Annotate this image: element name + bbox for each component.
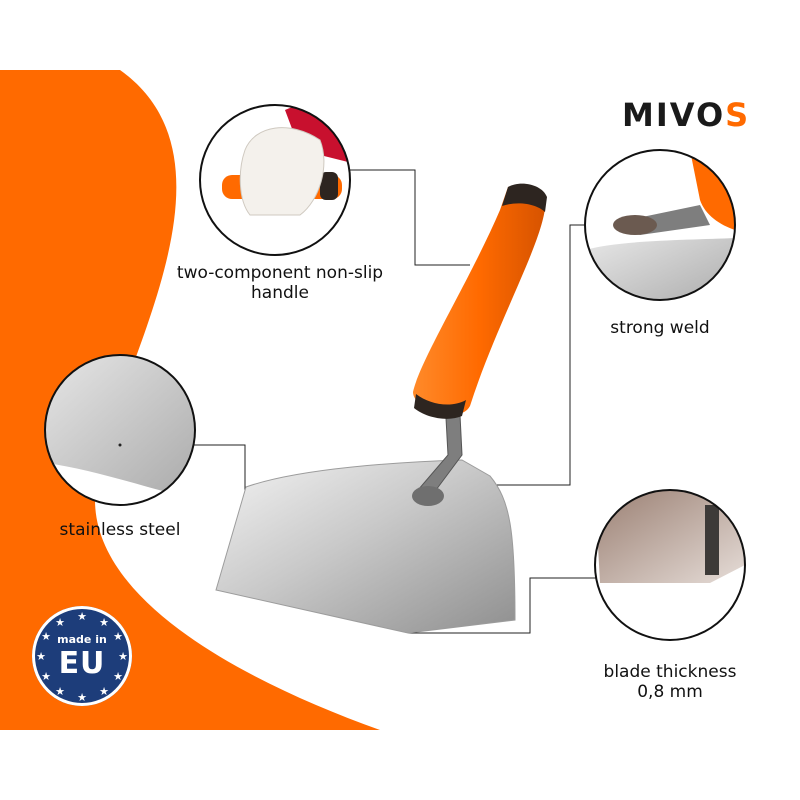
- weld-callout-label: strong weld: [585, 318, 735, 338]
- thickness-detail-circle: [595, 490, 745, 640]
- eu-star-icon: ★: [118, 650, 128, 663]
- thickness-callout-line2: 0,8 mm: [637, 682, 703, 702]
- handle-callout-line2: handle: [251, 283, 309, 303]
- eu-star-icon: ★: [77, 610, 87, 623]
- steel-callout-line1: stainless steel: [59, 520, 181, 540]
- eu-star-icon: ★: [55, 616, 65, 629]
- thickness-callout-line1: blade thickness: [603, 662, 737, 682]
- weld-callout-line1: strong weld: [610, 318, 710, 338]
- steel-callout-label: stainless steel: [45, 520, 195, 540]
- eu-star-icon: ★: [41, 630, 51, 643]
- eu-star-icon: ★: [55, 685, 65, 698]
- thickness-callout-label: blade thickness 0,8 mm: [585, 662, 755, 702]
- steel-detail-circle: [45, 355, 195, 505]
- eu-star-icon: ★: [113, 630, 123, 643]
- eu-star-icon: ★: [99, 685, 109, 698]
- handle-detail-circle: [200, 105, 350, 255]
- handle-end-cap: [502, 183, 547, 212]
- badge-line1: made in: [57, 633, 107, 646]
- logo-accent: S: [725, 96, 751, 134]
- trowel-handle: [413, 184, 546, 415]
- handle-callout-label: two-component non-slip handle: [165, 263, 395, 303]
- weld-detail-circle: [585, 150, 735, 300]
- made-in-eu-badge: ★ ★ ★ ★ ★ ★ ★ ★ ★ ★ ★ ★ made in EU: [32, 606, 132, 706]
- eu-star-icon: ★: [36, 650, 46, 663]
- eu-stars: ★ ★ ★ ★ ★ ★ ★ ★ ★ ★ ★ ★: [36, 610, 128, 704]
- logo-text: MIVO: [622, 96, 726, 134]
- handle-ferrule: [414, 394, 466, 419]
- eu-star-icon: ★: [113, 670, 123, 683]
- brand-logo: MIVOS: [622, 96, 750, 134]
- eu-star-icon: ★: [41, 670, 51, 683]
- eu-star-icon: ★: [77, 691, 87, 704]
- handle-callout-line1: two-component non-slip: [176, 263, 384, 283]
- badge-line2: EU: [58, 646, 106, 681]
- weld-point: [412, 486, 444, 506]
- eu-star-icon: ★: [99, 616, 109, 629]
- orange-background-shape: [0, 70, 380, 730]
- trowel-blade: [215, 459, 516, 634]
